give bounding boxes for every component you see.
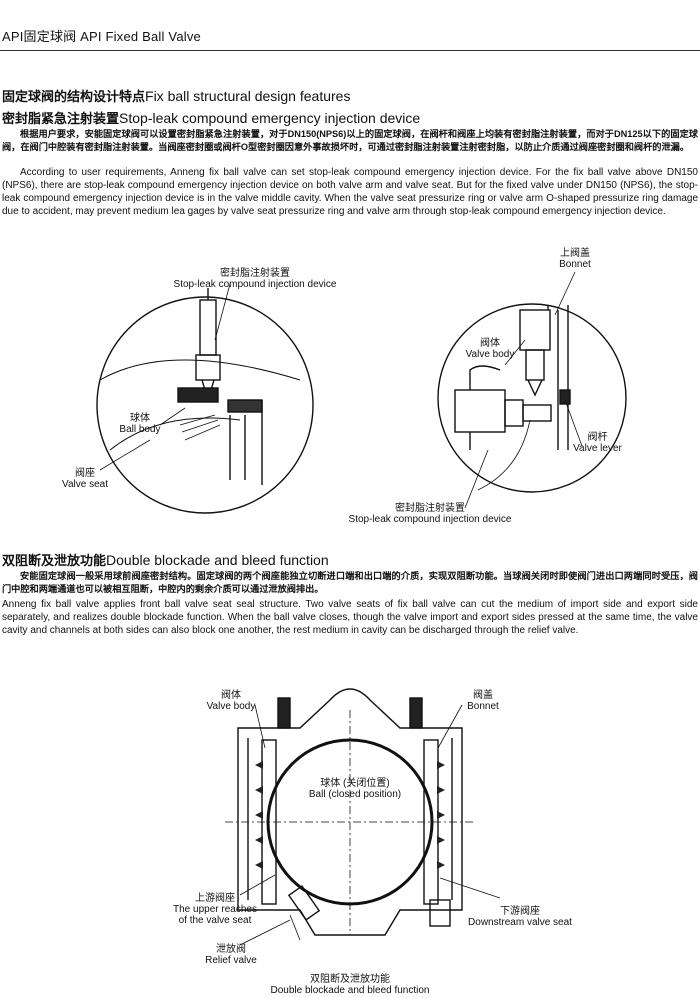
section-subtitle-injection: 密封脂紧急注射装置Stop-leak compound emergency in… (2, 108, 420, 127)
section-title-zh: 固定球阀的结构设计特点 (2, 89, 146, 104)
subtitle-en: Stop-leak compound emergency injection d… (119, 110, 421, 126)
right-detail-circle (437, 303, 627, 493)
section-title-structure: 固定球阀的结构设计特点Fix ball structural design fe… (2, 86, 350, 105)
section2-title-en: Double blockade and bleed function (106, 552, 329, 568)
label-fig2-downstream: 下游阀座 Downstream valve seat (468, 906, 572, 928)
paragraph-blockade-en: Anneng fix ball valve applies front ball… (2, 599, 698, 636)
paragraph-injection-en: According to user requirements, Anneng f… (2, 167, 698, 217)
left-detail-circle (96, 296, 314, 514)
figure-injection-device (96, 271, 627, 514)
figure-double-blockade (225, 688, 501, 946)
paragraph-injection-zh: 根据用户要求，安能固定球阀可以设置密封脂紧急注射装置，对于DN150(NPS6)… (2, 129, 698, 152)
label-left-seat: 阀座 Valve seat (62, 468, 108, 490)
label-fig2-upstream: 上游阀座 The upper reaches of the valve seat (173, 893, 257, 926)
label-right-lever: 阀杆 Valve lever (573, 432, 622, 454)
label-left-ball: 球体 Ball body (119, 413, 161, 435)
section-title-double-blockade: 双阻断及泄放功能Double blockade and bleed functi… (2, 550, 329, 569)
subtitle-zh: 密封脂紧急注射装置 (2, 111, 120, 126)
section2-title-zh: 双阻断及泄放功能 (2, 553, 107, 568)
figure2-caption: 双阻断及泄放功能 Double blockade and bleed funct… (270, 974, 430, 996)
label-left-injection: 密封脂注射装置 Stop-leak compound injection dev… (173, 268, 337, 290)
label-right-injection: 密封脂注射装置 Stop-leak compound injection dev… (348, 503, 512, 525)
label-fig2-ball: 球体 (关闭位置) Ball (closed position) (308, 778, 402, 800)
page-title: API固定球阀 API Fixed Ball Valve (2, 29, 201, 44)
paragraph-blockade-zh: 安能固定球阀一般采用球前阀座密封结构。固定球阀的两个阀座能独立切断进口端和出口端… (2, 571, 698, 594)
label-fig2-body: 阀体 Valve body (206, 690, 256, 712)
section-title-en: Fix ball structural design features (145, 88, 351, 104)
page-header: API固定球阀 API Fixed Ball Valve (0, 0, 700, 51)
label-right-body: 阀体 Valve body (465, 338, 515, 360)
label-fig2-bonnet: 阀盖 Bonnet (467, 690, 499, 712)
header-divider (0, 50, 700, 51)
label-fig2-relief: 泄放阀 Relief valve (205, 944, 257, 966)
label-right-bonnet: 上阀盖 Bonnet (559, 248, 591, 270)
